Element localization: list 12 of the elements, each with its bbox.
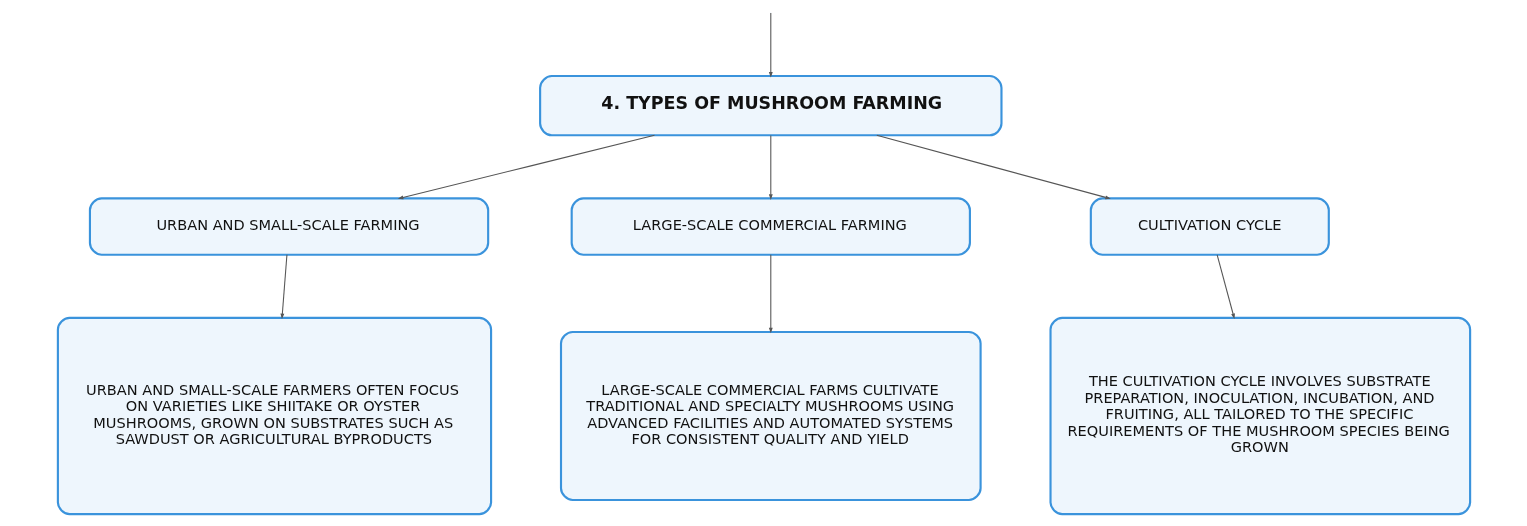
arrow — [1216, 254, 1235, 320]
node-box: THE CULTIVATION CYCLE INVOLVES SUBSTRATE PREPARATION, INOCULATION, INCUBATION, AND FRUITING, ALL TAILORED TO THE SPECIFIC REQUIREMENTS OF THE MUSHROOM SPECIES BEING GROWN — [1048, 316, 1471, 516]
arrow — [768, 254, 773, 334]
arrow — [397, 134, 655, 200]
arrow — [279, 254, 287, 320]
node-box: 4. TYPES OF MUSHROOM FARMING — [538, 74, 1003, 137]
node-box: LARGE-SCALE COMMERCIAL FARMS CULTIVATE TRADITIONAL AND SPECIALTY MUSHROOMS USING ADVANCED FACILITIES AND AUTOMATED SYSTEMS FOR CONSISTENT QUALITY AND YIELD — [559, 330, 982, 502]
arrow — [768, 134, 773, 200]
arrow — [768, 12, 773, 78]
node-box: LARGE-SCALE COMMERCIAL FARMING — [570, 197, 971, 256]
node-box: URBAN AND SMALL-SCALE FARMERS OFTEN FOCUS ON VARIETIES LIKE SHIITAKE OR OYSTER MUSHROOMS, GROWN ON SUBSTRATES SUCH AS SAWDUST OR AGRICULTURAL BYPRODUCTS — [56, 316, 492, 516]
arrow — [875, 134, 1111, 200]
